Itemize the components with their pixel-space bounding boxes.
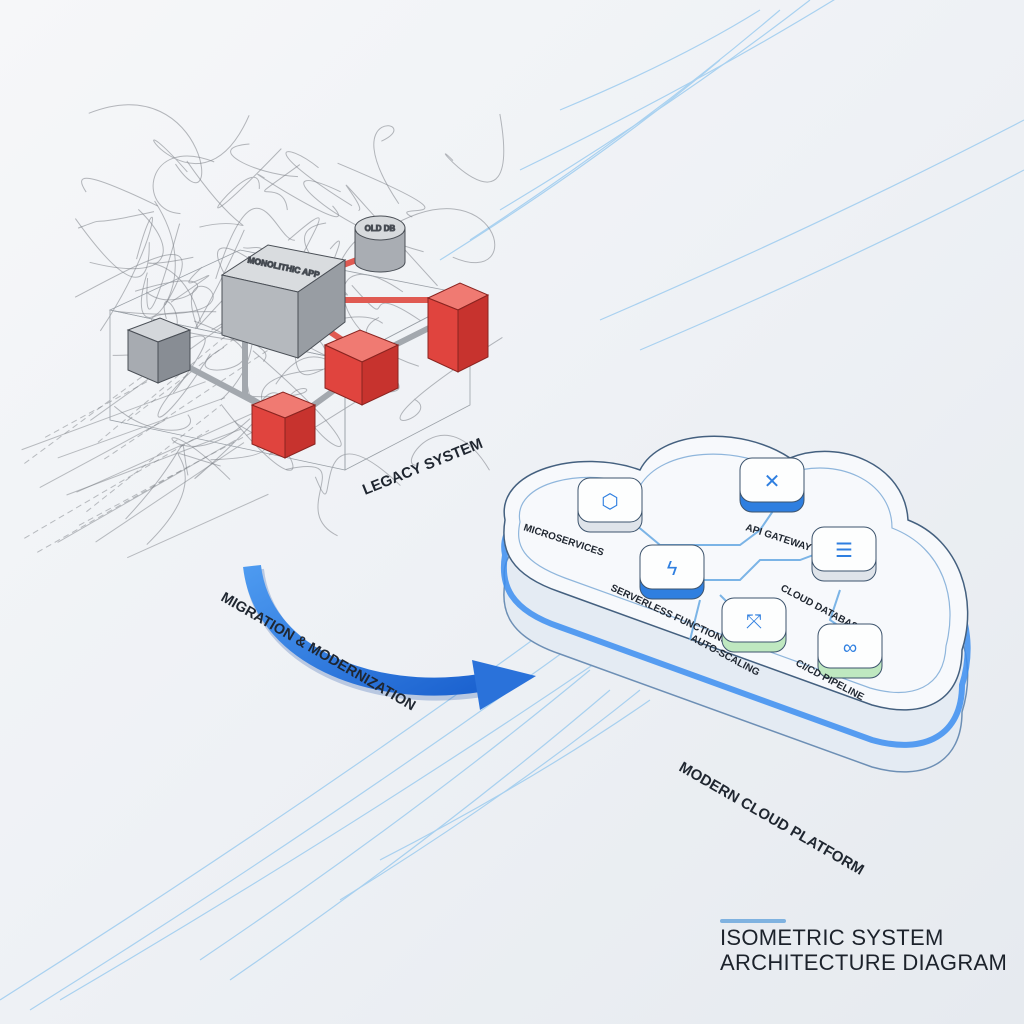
streak-line xyxy=(469,9,781,241)
red-service-cube xyxy=(323,329,400,406)
caption-accent-bar xyxy=(720,919,786,923)
old-db-label: OLD DB xyxy=(365,224,396,233)
streak-line xyxy=(559,9,761,111)
streak-line xyxy=(199,669,591,961)
wire xyxy=(215,207,295,280)
wire xyxy=(146,223,181,310)
wire xyxy=(148,256,202,323)
wire xyxy=(285,465,338,537)
red-service-cube xyxy=(426,282,490,373)
streak-line xyxy=(499,0,811,211)
legacy-service-cube xyxy=(126,317,192,384)
database-icon: ☰ xyxy=(835,540,853,562)
cloud-platform-label: MODERN CLOUD PLATFORM xyxy=(676,759,867,879)
diagram-caption: ISOMETRIC SYSTEM ARCHITECTURE DIAGRAM xyxy=(720,925,1007,975)
wire xyxy=(99,216,153,332)
migration-arrow: MIGRATION & MODERNIZATION xyxy=(218,564,536,715)
wire xyxy=(385,208,496,264)
migration-label: MIGRATION & MODERNIZATION xyxy=(218,590,418,715)
wire xyxy=(113,405,191,431)
streak-line xyxy=(599,119,1024,321)
wire xyxy=(78,421,272,526)
nodes-icon: ⬡ xyxy=(601,491,618,513)
streak-line xyxy=(59,659,601,1001)
legacy-system: MONOLITHIC APP OLD DB xyxy=(21,104,505,559)
wire xyxy=(410,434,490,471)
red-service-cube xyxy=(250,391,317,459)
streak-line xyxy=(379,699,651,861)
wire xyxy=(104,343,278,460)
wire xyxy=(57,397,226,459)
wire xyxy=(217,148,282,209)
wire xyxy=(97,333,229,443)
wire xyxy=(264,164,301,211)
old-db-cylinder: OLD DB xyxy=(354,215,406,273)
wire xyxy=(88,104,203,184)
wire xyxy=(125,444,189,520)
wire xyxy=(76,410,258,493)
wire xyxy=(285,151,353,207)
wire xyxy=(74,218,150,278)
wire xyxy=(153,115,250,173)
wire xyxy=(57,439,236,543)
wire xyxy=(399,337,503,421)
wire xyxy=(37,467,187,553)
wire xyxy=(77,211,155,229)
wire xyxy=(257,173,339,218)
wire xyxy=(314,453,401,495)
wire xyxy=(81,177,158,207)
expand-arrows-icon: ⤧ xyxy=(746,611,762,633)
wire xyxy=(170,266,210,303)
wire xyxy=(127,493,269,559)
streak-line xyxy=(229,689,611,981)
wire xyxy=(114,285,214,330)
streak-line xyxy=(339,689,641,901)
wire xyxy=(444,113,505,183)
wire xyxy=(39,419,166,489)
wire xyxy=(373,125,400,205)
wire xyxy=(171,418,251,480)
wire xyxy=(146,453,221,545)
monolithic-app-cube: MONOLITHIC APP xyxy=(220,244,347,360)
wire xyxy=(86,403,223,513)
wire xyxy=(186,160,244,228)
wire xyxy=(157,353,211,418)
streak-line xyxy=(439,59,721,261)
streak-line xyxy=(519,0,835,171)
infinity-icon: ∞ xyxy=(843,637,857,659)
wire xyxy=(193,320,246,371)
wire xyxy=(337,162,426,218)
lightning-icon: ϟ xyxy=(667,558,678,580)
wire xyxy=(24,429,210,539)
wire xyxy=(95,442,245,543)
wire xyxy=(152,155,215,215)
wire xyxy=(21,381,206,451)
arrows-cross-icon: ✕ xyxy=(764,471,781,493)
caption-line-1: ISOMETRIC SYSTEM xyxy=(720,925,944,950)
wire xyxy=(230,143,298,178)
streak-line xyxy=(639,169,1024,351)
wire xyxy=(140,200,176,318)
caption-line-2: ARCHITECTURE DIAGRAM xyxy=(720,950,1008,975)
